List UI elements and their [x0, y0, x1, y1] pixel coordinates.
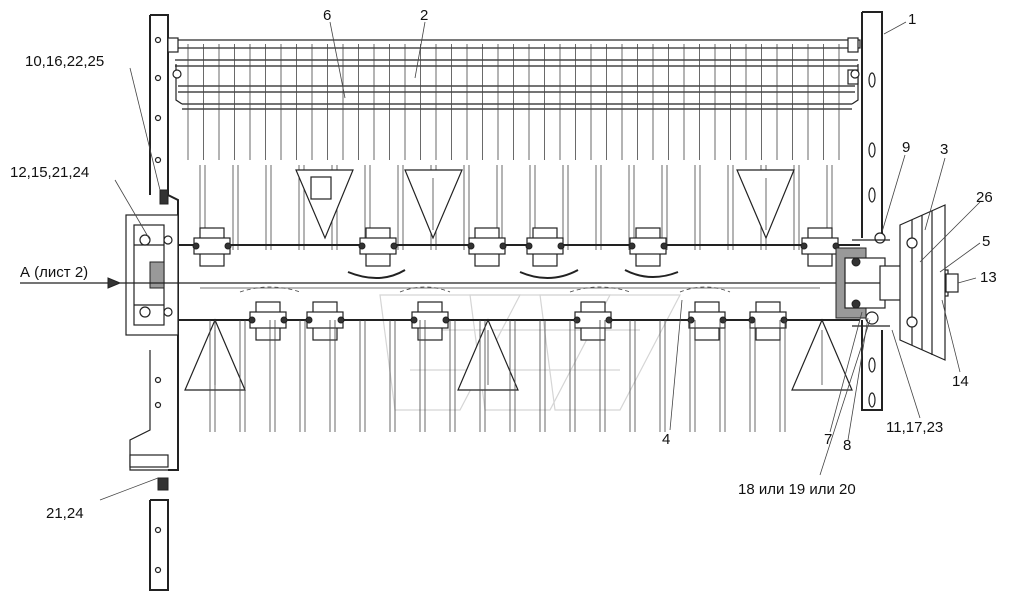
upper-hub-bolt [192, 242, 200, 250]
leader-lines [20, 21, 981, 501]
callout-6: 6 [323, 7, 331, 24]
lower-hub-bolt [780, 316, 788, 324]
view-a-arrow-label: А (лист 2) [20, 264, 88, 281]
callout-2: 2 [420, 7, 428, 24]
upper-hubs [192, 227, 840, 267]
callout-18-19-20: 18 или 19 или 20 [738, 481, 856, 498]
callout-4: 4 [662, 431, 670, 448]
callout-5: 5 [982, 233, 990, 250]
lower-hub-bolt [410, 316, 418, 324]
callout-12-15-21-24: 12,15,21,24 [10, 164, 89, 181]
callout-9: 9 [902, 139, 910, 156]
upper-hub-bolt [499, 242, 507, 250]
callout-7: 7 [824, 431, 832, 448]
left-bearing-housing [125, 214, 179, 336]
lower-hub-bolt [605, 316, 613, 324]
callout-26: 26 [976, 189, 993, 206]
upper-hub-bolt [525, 242, 533, 250]
drive-assembly [835, 204, 959, 361]
lower-tine-row [209, 320, 786, 432]
top-guard-assembly [167, 37, 861, 110]
upper-hub-bolt [660, 242, 668, 250]
upper-hub-bolt [390, 242, 398, 250]
upper-hub-bolt [358, 242, 366, 250]
right-frame-plate [861, 11, 883, 411]
lower-hub-bolt [573, 316, 581, 324]
upper-paddles [295, 169, 795, 240]
upper-hub-bolt [224, 242, 232, 250]
upper-hub-bolt [800, 242, 808, 250]
left-frame-plate [129, 14, 179, 591]
lower-hub-bolt [280, 316, 288, 324]
callout-labels: 1 2 3 4 5 6 7 8 9 13 14 26 10,16,22,25 1… [10, 7, 997, 522]
callout-13: 13 [980, 269, 997, 286]
lower-hub-bolt [248, 316, 256, 324]
lower-hubs [248, 301, 788, 341]
callout-21-24: 21,24 [46, 505, 84, 522]
main-shafts [120, 244, 860, 321]
lower-hub-bolt [687, 316, 695, 324]
callout-10-16-22-25: 10,16,22,25 [25, 53, 104, 70]
lower-hub-bolt [305, 316, 313, 324]
callout-3: 3 [940, 141, 948, 158]
lower-hub-bolt [442, 316, 450, 324]
upper-hub-bolt [467, 242, 475, 250]
upper-hub-bolt [628, 242, 636, 250]
callout-8: 8 [843, 437, 851, 454]
cam-arcs [239, 269, 731, 293]
upper-tine-row [187, 44, 840, 250]
callout-14: 14 [952, 373, 969, 390]
callout-1: 1 [908, 11, 916, 28]
callout-11-17-23: 11,17,23 [886, 419, 943, 436]
upper-hub-bolt [557, 242, 565, 250]
lower-hub-bolt [337, 316, 345, 324]
